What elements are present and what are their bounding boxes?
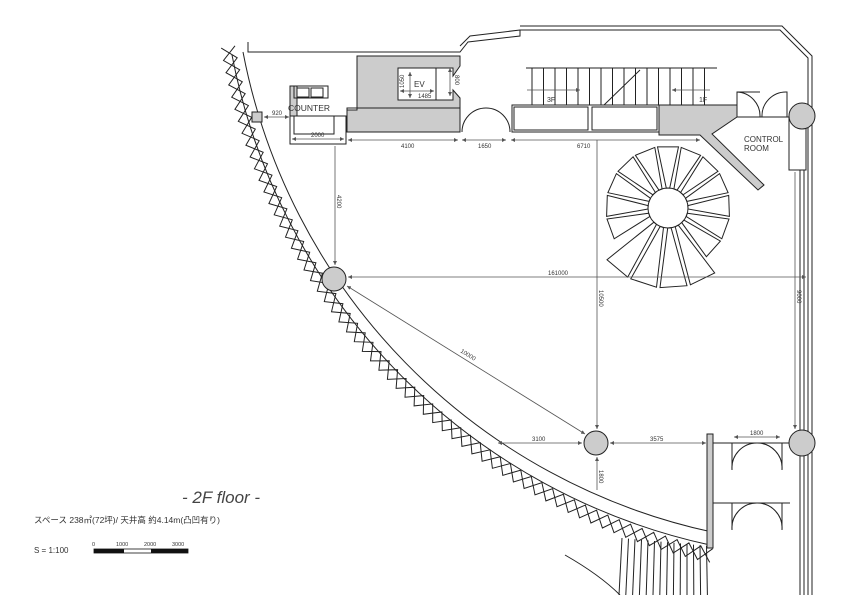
spiral-step	[659, 227, 688, 289]
stair-tread	[706, 545, 708, 595]
stair-tread	[666, 542, 668, 595]
floor-title: - 2F floor -	[182, 488, 261, 507]
dim-4100: 4100	[401, 144, 415, 150]
spiral-step	[606, 212, 651, 240]
stair-tread	[652, 540, 655, 595]
ev-label: EV	[414, 80, 425, 89]
spiral-step	[606, 194, 649, 218]
dimension-lines	[264, 68, 806, 490]
counter-label: COUNTER	[288, 103, 330, 113]
labels: COUNTER EV CONTROL ROOM 3F 1F 920 2000 1…	[272, 74, 801, 484]
stair-tread	[625, 538, 629, 595]
walls	[247, 25, 813, 595]
spiral-step	[684, 172, 729, 202]
scale-label: S = 1:100	[34, 546, 69, 555]
stair-tread	[645, 540, 649, 595]
columns	[321, 102, 816, 457]
stair-tread	[672, 542, 675, 595]
stair-tread	[638, 539, 642, 595]
dim-161000: 161000	[548, 271, 569, 277]
dim-1050: 1050	[400, 74, 406, 88]
curved-wall	[220, 45, 713, 563]
stair-tread	[632, 539, 636, 595]
scale-tick: 2000	[144, 542, 156, 548]
spiral-step	[607, 172, 652, 202]
spiral-step	[617, 156, 657, 196]
spiral-step	[687, 194, 730, 218]
spiral-step	[685, 212, 730, 240]
straight-stair	[531, 68, 705, 105]
spiral-stair	[606, 146, 730, 289]
space-info: スペース 238㎡(72坪)/ 天井高 約4.14m(凸凹有り)	[34, 515, 221, 525]
control-label-1: CONTROL	[744, 135, 784, 144]
scale-tick: 1000	[116, 542, 128, 548]
stair-1f-label: 1F	[699, 97, 707, 104]
scale-bar: 0 1000 2000 3000	[92, 542, 189, 554]
stair-3f-label: 3F	[547, 97, 555, 104]
lower-stair	[618, 537, 708, 595]
dim-4200: 4200	[335, 195, 341, 209]
dim-800: 800	[453, 75, 459, 86]
scale-tick: 3000	[172, 542, 184, 548]
spiral-step	[634, 146, 663, 191]
spiral-step	[681, 219, 722, 258]
dim-920: 920	[272, 111, 283, 117]
stair-tread	[659, 541, 662, 595]
dim-1650: 1650	[478, 144, 492, 150]
dim-1800-col: 1800	[597, 470, 603, 484]
scale-tick: 0	[92, 542, 95, 548]
dim-10500: 10500	[597, 290, 603, 307]
spiral-step	[673, 146, 702, 191]
zigzag-line	[222, 45, 713, 561]
dim-3575: 3575	[650, 437, 664, 443]
dim-6710: 6710	[577, 144, 591, 150]
dim-3100: 3100	[532, 437, 546, 443]
spiral-step	[656, 146, 680, 189]
dim-9000: 9000	[795, 290, 801, 304]
spiral-step	[630, 225, 665, 288]
control-label-2: ROOM	[744, 144, 769, 153]
spiral-step	[679, 156, 719, 196]
dim-2000: 2000	[311, 133, 325, 139]
dim-1800-door: 1800	[750, 431, 764, 437]
stair-tread	[618, 537, 623, 595]
stair-tread	[699, 545, 702, 595]
zigzag-facade	[220, 45, 713, 563]
spiral-step	[606, 221, 658, 278]
dim-1485: 1485	[418, 94, 432, 100]
spiral-step	[674, 224, 716, 286]
